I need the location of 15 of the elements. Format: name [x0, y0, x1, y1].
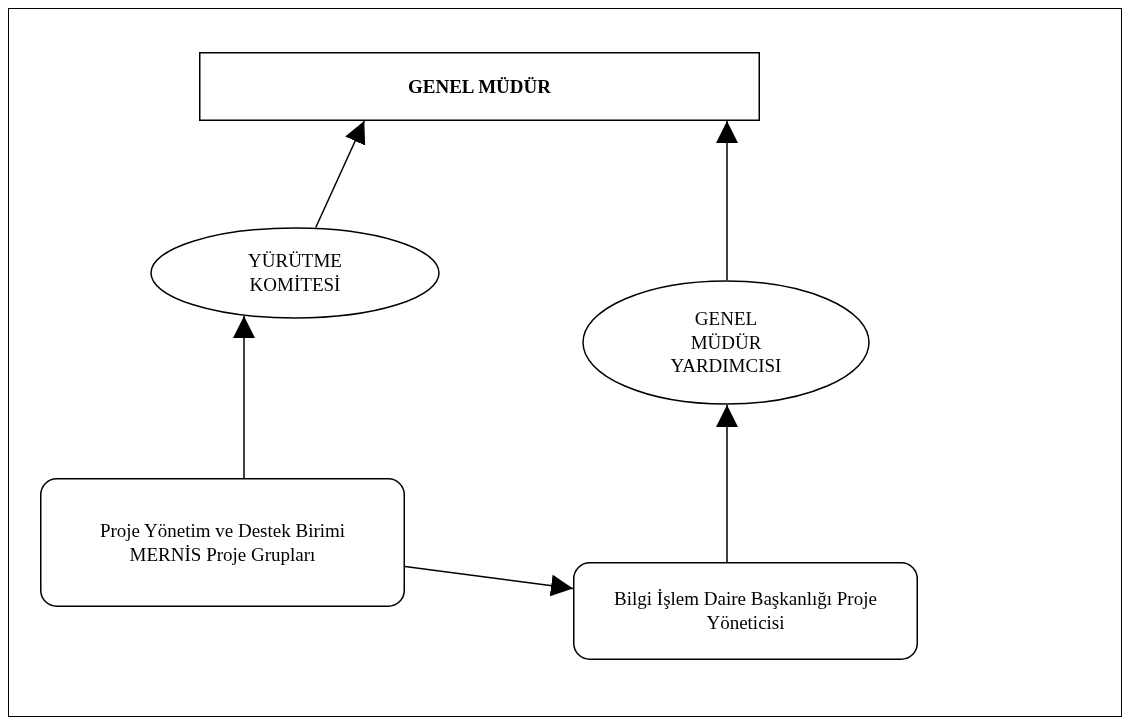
node-label: Bilgi İşlem Daire Başkanlığı Proje Yöneticisi	[613, 587, 878, 635]
process-ellipse	[582, 280, 870, 405]
node-label: Proje Yönetim ve Destek Birimi MERNİS Proje Grupları	[98, 518, 347, 567]
arrow	[404, 565, 574, 597]
process-ellipse	[150, 227, 440, 319]
node-label: GENEL MÜDÜR	[407, 74, 551, 99]
arrow	[716, 120, 738, 281]
rounded-box	[40, 478, 405, 607]
arrow	[716, 404, 738, 563]
arrow	[315, 120, 366, 229]
node-label: YÜRÜTME KOMİTESİ	[247, 249, 343, 297]
node-label: GENEL MÜDÜR YARDIMCISI	[669, 306, 783, 379]
process-box	[199, 52, 760, 121]
rounded-box	[573, 562, 918, 660]
arrow	[233, 315, 255, 479]
